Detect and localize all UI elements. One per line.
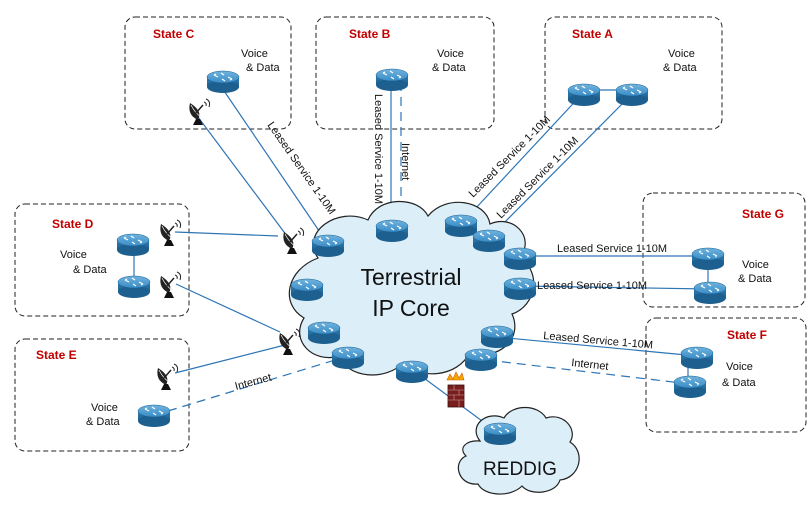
reddig-label: REDDIG — [483, 459, 557, 480]
satellite-dish-core-1-icon — [282, 227, 305, 255]
label-internet-state-b: Internet — [399, 143, 411, 180]
link-state-c-satellite — [197, 116, 291, 241]
state-e-voice-label: Voice — [91, 402, 118, 414]
state-e-title: State E — [36, 348, 77, 362]
router-core-4-icon — [472, 229, 506, 253]
state-a-voice-label: Voice — [668, 48, 695, 60]
router-core-9-icon — [331, 346, 365, 370]
link-state-e-satellite — [174, 344, 286, 374]
router-state-b-icon — [375, 68, 409, 92]
router-state-d-1-icon — [116, 233, 150, 257]
router-core-10-icon — [395, 360, 429, 384]
router-state-a-2-icon — [615, 83, 649, 107]
router-state-f-1-icon — [680, 346, 714, 370]
router-state-f-2-icon — [673, 375, 707, 399]
core-label-line1: Terrestrial — [361, 264, 462, 290]
label-leased-state-c: Leased Service 1-10M — [265, 120, 338, 217]
firewall-icon — [446, 371, 465, 408]
link-state-e-internet — [167, 356, 346, 412]
router-core-7-icon — [290, 278, 324, 302]
router-core-2-icon — [375, 219, 409, 243]
link-state-f-internet — [486, 359, 691, 385]
link-state-f-leased — [496, 336, 698, 357]
state-d-box — [14, 203, 190, 317]
link-state-d-2 — [175, 283, 281, 333]
router-state-d-2-icon — [117, 275, 151, 299]
label-leased-state-f: Leased Service 1-10M — [543, 330, 654, 352]
router-state-g-1-icon — [691, 247, 725, 271]
router-core-8-icon — [307, 321, 341, 345]
router-reddig-icon — [483, 422, 517, 446]
state-c-voice-label: Voice — [241, 48, 268, 60]
router-state-g-2-icon — [693, 281, 727, 305]
router-state-e-icon — [137, 404, 171, 428]
state-f-voice-label: Voice — [726, 361, 753, 373]
state-g-title: State G — [742, 207, 784, 221]
terrestrial-core-cloud — [288, 200, 535, 376]
state-g-voice-label: Voice — [742, 259, 769, 271]
link-state-g-2 — [519, 285, 709, 290]
state-f-data-label: & Data — [722, 377, 757, 389]
label-leased-state-g-1: Leased Service 1-10M — [557, 243, 667, 255]
router-core-1-icon — [311, 234, 345, 258]
label-internet-state-f: Internet — [571, 357, 609, 373]
state-d-data-label: & Data — [73, 264, 108, 276]
link-state-a-1 — [460, 92, 584, 225]
state-f-title: State F — [727, 328, 767, 342]
router-core-12-icon — [480, 325, 514, 349]
state-b-voice-label: Voice — [437, 48, 464, 60]
state-g-box — [642, 192, 806, 308]
state-d-title: State D — [52, 217, 94, 231]
state-b-data-label: & Data — [432, 62, 467, 74]
link-state-c — [217, 81, 329, 245]
router-state-a-1-icon — [567, 83, 601, 107]
state-d-voice-label: Voice — [60, 249, 87, 261]
state-b-title: State B — [349, 27, 391, 41]
satellite-dish-core-2-icon — [278, 328, 301, 356]
link-state-d-1 — [174, 231, 279, 237]
link-state-a-2 — [488, 94, 632, 239]
router-core-5-icon — [503, 247, 537, 271]
label-leased-state-b: Leased Service 1-10M — [372, 94, 384, 204]
state-c-box — [124, 16, 292, 130]
state-a-data-label: & Data — [663, 62, 698, 74]
label-leased-state-g-2: Leased Service 1-10M — [537, 280, 647, 292]
router-core-11-icon — [464, 348, 498, 372]
state-g-data-label: & Data — [738, 273, 773, 285]
router-core-3-icon — [444, 214, 478, 238]
router-state-c-icon — [206, 70, 240, 94]
router-core-6-icon — [503, 277, 537, 301]
reddig-cloud — [457, 406, 580, 495]
state-e-data-label: & Data — [86, 416, 121, 428]
state-c-data-label: & Data — [246, 62, 281, 74]
core-label-line2: IP Core — [372, 295, 450, 321]
state-f-box — [645, 317, 807, 433]
label-internet-state-e: Internet — [234, 372, 273, 393]
state-c-title: State C — [153, 27, 195, 41]
label-leased-state-a-2: Leased Service 1-10M — [495, 135, 581, 221]
state-a-title: State A — [572, 27, 613, 41]
